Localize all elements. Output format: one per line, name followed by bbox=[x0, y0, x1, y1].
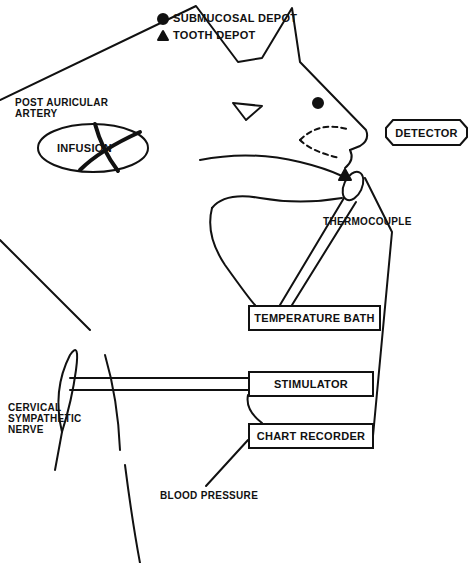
node-heading: POST AURICULAR ARTERY bbox=[15, 97, 115, 119]
blood-pressure-label: BLOOD PRESSURE bbox=[160, 490, 258, 501]
stimulator-box: STIMULATOR bbox=[248, 371, 374, 397]
upper-lip bbox=[345, 150, 352, 168]
outline bbox=[38, 124, 148, 172]
thermocouple-label: THERMOCOUPLE bbox=[323, 216, 412, 227]
neck-back bbox=[0, 240, 90, 330]
palate-dashed bbox=[300, 140, 340, 158]
stimulator-wire bbox=[70, 378, 248, 390]
blood-pressure-line bbox=[206, 440, 248, 486]
submucosal-symbol bbox=[158, 14, 168, 24]
node-label: TEMPERATURE BATH bbox=[254, 312, 375, 324]
legend-text: TOOTH DEPOT bbox=[173, 30, 256, 41]
detector-box: DETECTOR bbox=[385, 119, 468, 146]
submucosal-depot bbox=[313, 98, 323, 108]
outline bbox=[386, 120, 467, 145]
neck-line bbox=[125, 465, 140, 563]
infusion-ellipse: POST AURICULAR ARTERYINFUSION bbox=[37, 123, 149, 173]
node-label: CHART RECORDER bbox=[257, 430, 366, 442]
eye bbox=[233, 103, 262, 120]
node-label: DETECTOR bbox=[395, 127, 458, 139]
legend-text: SUBMUCOSAL DEPOT bbox=[173, 13, 297, 24]
lower-jaw bbox=[200, 155, 342, 176]
tooth-symbol bbox=[158, 31, 168, 40]
neck-front bbox=[210, 208, 255, 305]
neck-line bbox=[248, 395, 262, 423]
palate-dashed bbox=[300, 127, 350, 140]
tooth-depot bbox=[339, 169, 351, 180]
node-label: INFUSION bbox=[57, 142, 112, 154]
head-outline bbox=[0, 6, 367, 150]
chart-recorder-box: CHART RECORDER bbox=[248, 423, 374, 449]
node-label: STIMULATOR bbox=[274, 378, 348, 390]
neck-line bbox=[105, 355, 120, 450]
thermocouple-tubes bbox=[280, 198, 356, 305]
chin bbox=[212, 196, 342, 208]
nerve-label: CERVICAL SYMPATHETIC NERVE bbox=[8, 402, 98, 435]
temperature-bath-box: TEMPERATURE BATH bbox=[248, 305, 381, 331]
nerve-line bbox=[55, 432, 62, 470]
